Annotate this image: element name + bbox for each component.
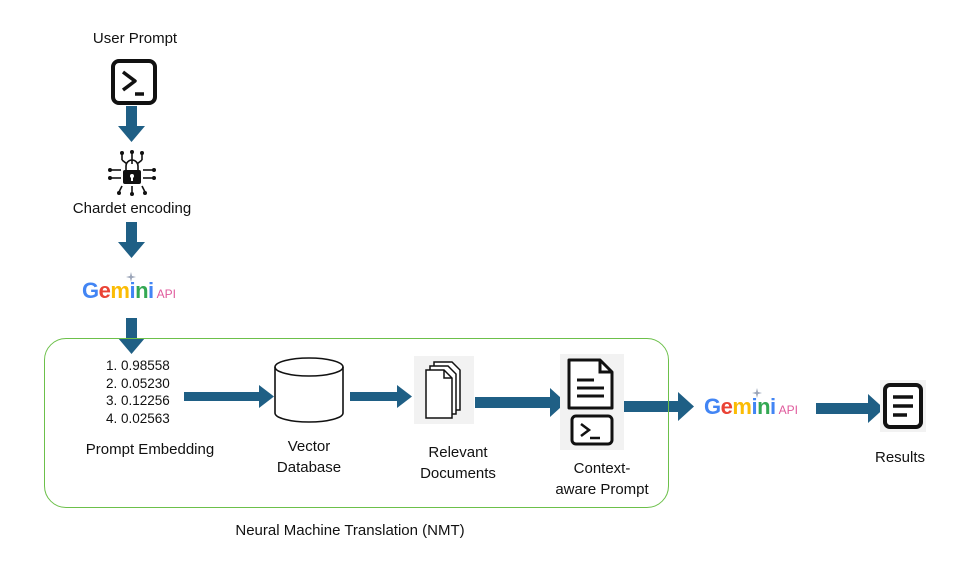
relevant-documents-line2: Documents [420,465,496,482]
embedding-value: 1. 0.98558 [106,358,170,373]
user-prompt-label: User Prompt [92,30,178,47]
chardet-label: Chardet encoding [72,200,192,217]
relevant-documents-label: Relevant Documents [408,442,508,484]
arrow-context-to-gemini [622,392,694,421]
embedding-value: 4. 0.02563 [106,410,170,426]
arrow-db-to-docs [350,385,412,408]
sparkle-icon [126,272,136,282]
arrow-gemini-to-embedding [118,318,145,354]
relevant-documents-line1: Relevant [428,444,488,461]
encryption-lock-icon [108,150,156,196]
vector-database-line1: Vector [287,438,331,455]
embedding-value: 3. 0.12256 [106,393,170,408]
terminal-prompt-icon [111,59,157,105]
nmt-group-label: Neural Machine Translation (NMT) [235,522,465,539]
arrow-chardet-to-gemini [118,222,145,258]
vector-database-label: Vector Database [262,436,356,478]
gemini-api-suffix-2: API [778,403,798,417]
embedding-value: 2. 0.05230 [106,375,170,391]
prompt-embedding-label: Prompt Embedding [85,441,215,458]
context-aware-prompt-label: Context- aware Prompt [547,458,657,500]
database-icon [274,357,344,423]
arrow-docs-to-context [475,388,566,417]
context-prompt-icon [560,354,624,450]
results-label: Results [874,449,926,466]
vector-database-line2: Database [276,459,342,476]
nmt-group-box [44,338,669,508]
sparkle-icon [752,388,762,398]
arrow-gemini-to-results [816,394,884,423]
documents-icon [414,356,474,424]
context-aware-prompt-line2: aware Prompt [555,481,649,498]
gemini-api-suffix-1: API [156,287,176,301]
context-aware-prompt-line1: Context- [573,460,631,477]
embedding-values-list: 1. 0.98558 2. 0.05230 3. 0.12256 4. 0.02… [106,357,170,427]
arrow-user-to-chardet [118,106,145,142]
results-document-icon [880,380,926,432]
arrow-embedding-to-db [184,385,274,408]
